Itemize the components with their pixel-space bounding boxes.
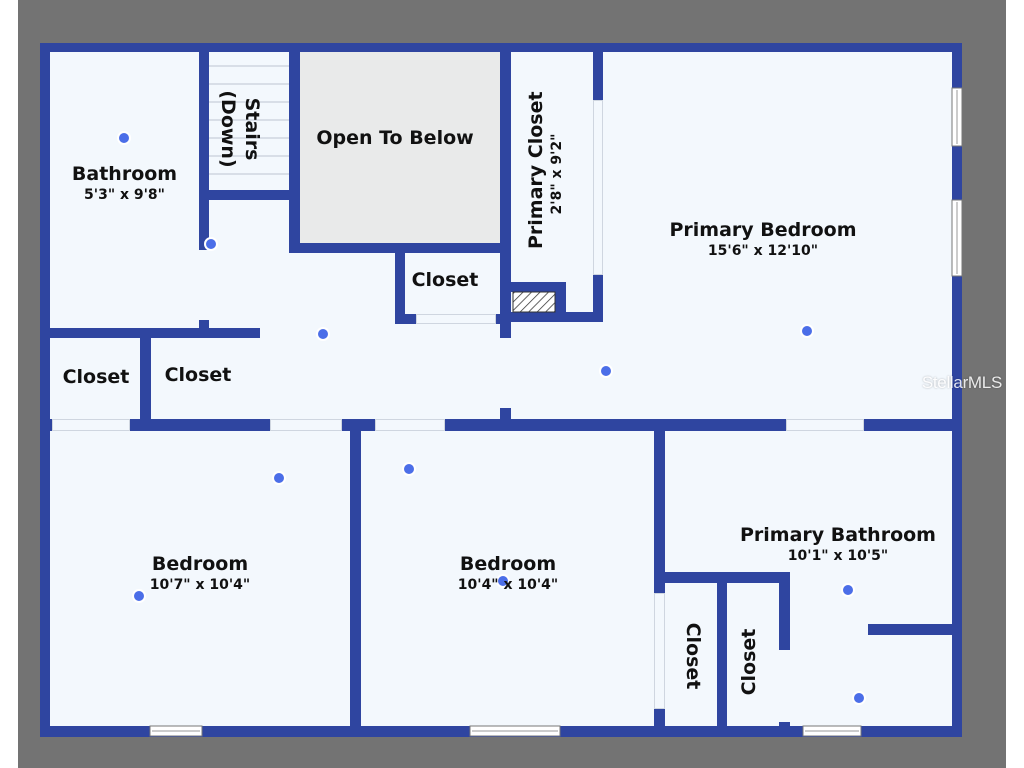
room-closet-bath-a: Closet — [678, 611, 704, 701]
room-dimensions: 10'1" x 10'5" — [787, 547, 889, 564]
room-bedroom-left: Bedroom 10'7" x 10'4" — [100, 553, 300, 594]
photo-marker[interactable] — [800, 324, 814, 338]
room-name: Open To Below — [316, 127, 474, 149]
photo-marker[interactable] — [272, 471, 286, 485]
stair-treads — [209, 65, 289, 175]
stairs-direction: (Down) — [217, 90, 240, 168]
hatched-shaft — [512, 291, 556, 313]
room-bedroom-center: Bedroom 10'4" x 10'4" — [408, 553, 608, 594]
room-name: Closet — [682, 622, 704, 690]
room-dimensions: 5'3" x 9'8" — [84, 186, 165, 203]
room-primary-bathroom: Primary Bathroom 10'1" x 10'5" — [720, 524, 956, 565]
room-name: Primary Bathroom — [740, 524, 936, 546]
room-closet-left-b: Closet — [151, 364, 245, 388]
room-primary-bedroom: Primary Bedroom 15'6" x 12'10" — [603, 219, 923, 260]
room-name: Primary Bedroom — [669, 219, 857, 241]
room-dimensions: 10'4" x 10'4" — [457, 576, 559, 593]
room-name: Closet — [738, 628, 760, 696]
photo-marker[interactable] — [402, 462, 416, 476]
room-name: Bathroom — [71, 163, 178, 185]
stairs-label: Stairs — [241, 97, 263, 161]
open-to-below-area — [300, 52, 500, 243]
door-outlines — [52, 100, 864, 709]
room-dimensions: 10'7" x 10'4" — [149, 576, 251, 593]
room-primary-closet: Primary Closet 2'8" x 9'2" — [525, 91, 569, 249]
room-dimensions: 2'8" x 9'2" — [548, 133, 565, 215]
room-bathroom: Bathroom 5'3" x 9'8" — [50, 163, 199, 204]
photo-marker[interactable] — [496, 574, 510, 588]
photo-marker[interactable] — [599, 364, 613, 378]
door-openings — [52, 100, 864, 722]
room-closet-left-a: Closet — [50, 366, 142, 390]
room-name: Closet — [411, 269, 479, 291]
room-open-to-below: Open To Below — [300, 127, 490, 151]
watermark: StellarMLS — [921, 373, 1002, 392]
room-stairs: Stairs (Down) — [215, 74, 263, 184]
room-name: Closet — [62, 366, 130, 388]
room-dimensions: 15'6" x 12'10" — [707, 242, 819, 259]
room-closet-bath-b: Closet — [738, 617, 764, 707]
photo-marker[interactable] — [204, 237, 218, 251]
photo-marker[interactable] — [316, 327, 330, 341]
room-name: Primary Closet — [525, 91, 547, 249]
room-name: Closet — [164, 364, 232, 386]
photo-markers — [117, 131, 866, 705]
window-panes — [152, 90, 958, 732]
room-closet-center: Closet — [405, 269, 485, 293]
photo-marker[interactable] — [852, 691, 866, 705]
photo-marker[interactable] — [841, 583, 855, 597]
photo-marker[interactable] — [132, 589, 146, 603]
photo-marker[interactable] — [117, 131, 131, 145]
room-name: Bedroom — [459, 553, 557, 575]
room-name: Bedroom — [151, 553, 249, 575]
